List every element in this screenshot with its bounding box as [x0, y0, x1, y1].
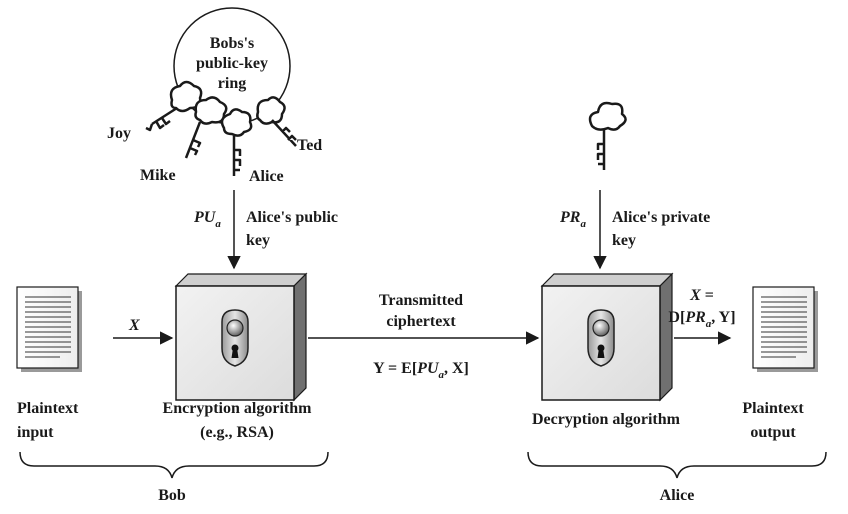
- plaintext-input-label-line-1: Plaintext: [17, 400, 79, 417]
- public-key-symbol: PUa: [193, 209, 221, 230]
- output-formula-line-2: D[PRa, Y]: [668, 309, 735, 330]
- keyring-owner-ted: Ted: [297, 137, 322, 154]
- private-key-arrow: PRa Alice's private key: [559, 190, 710, 270]
- key-icon-mike: [184, 96, 228, 159]
- keyring-owner-alice: Alice: [249, 168, 284, 185]
- alice-brace: [527, 451, 827, 479]
- public-key-arrow: PUa Alice's public key: [193, 190, 338, 270]
- key-icon-joy: [145, 80, 203, 132]
- encryption-label-line-1: Encryption algorithm: [163, 400, 313, 417]
- keyring-title-line-1: Bobs's: [210, 35, 254, 52]
- input-variable-x: X: [128, 317, 140, 334]
- public-key-label-line-2: key: [246, 232, 270, 249]
- private-key-symbol: PRa: [559, 209, 586, 230]
- key-icon-ted: [256, 96, 297, 147]
- keyring-title-line-3: ring: [218, 75, 246, 92]
- key-icon-alice: [220, 108, 253, 176]
- output-formula-line-1: X =: [689, 287, 714, 304]
- encryption-label-line-2: (e.g., RSA): [200, 424, 274, 441]
- encryption-algorithm-box: [174, 272, 308, 402]
- channel-label-line-1: Transmitted: [379, 292, 463, 309]
- decryption-label: Decryption algorithm: [532, 411, 681, 428]
- party-label-alice: Alice: [660, 487, 695, 504]
- lock-icon: [221, 309, 249, 367]
- plaintext-output-label-line-2: output: [750, 424, 796, 441]
- channel-label-line-2: ciphertext: [386, 313, 456, 330]
- party-label-bob: Bob: [158, 487, 186, 504]
- keyring-title-line-2: public-key: [196, 55, 268, 72]
- lock-icon: [587, 309, 615, 367]
- private-key-icon: [588, 101, 627, 170]
- public-key-label-line-1: Alice's public: [246, 209, 338, 226]
- bob-brace: [19, 451, 329, 479]
- keyring-owner-mike: Mike: [140, 167, 176, 184]
- keyring-owner-joy: Joy: [107, 125, 131, 142]
- private-key-label-line-2: key: [612, 232, 636, 249]
- ciphertext-formula: Y = E[PUa, X]: [373, 360, 469, 381]
- public-key-ring: Bobs's public-key ring: [107, 7, 322, 185]
- plaintext-output-label-line-1: Plaintext: [742, 400, 804, 417]
- plaintext-output-document-icon: [752, 286, 818, 372]
- plaintext-input-label-line-2: input: [17, 424, 54, 441]
- private-key-label-line-1: Alice's private: [612, 209, 710, 226]
- decryption-algorithm-box: [540, 272, 674, 402]
- plaintext-input-document-icon: [16, 286, 82, 372]
